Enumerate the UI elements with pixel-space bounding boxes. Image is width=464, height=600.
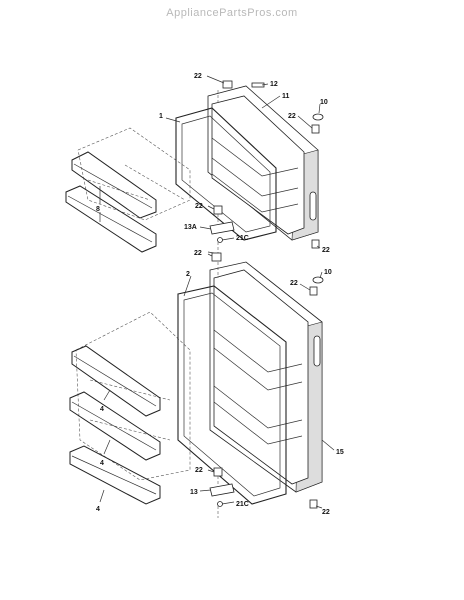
callout-22: 22	[194, 73, 202, 80]
callout-22: 22	[288, 113, 296, 120]
leader-line	[315, 505, 323, 509]
callout-22: 22	[195, 203, 203, 210]
fresh-food-door-liner-shelf	[213, 401, 303, 445]
callout-4: 4	[100, 406, 104, 413]
fresh-food-door-inner-liner	[213, 269, 309, 485]
leader-line	[316, 245, 321, 249]
callout-22: 22	[195, 467, 203, 474]
leader-line	[183, 275, 192, 297]
hinge-cap-icon	[213, 205, 223, 215]
freezer-door-liner-shelf	[211, 157, 299, 197]
fresh-food-door-handle-recess	[313, 335, 321, 367]
callout-13: 13	[190, 489, 198, 496]
callout-12: 12	[270, 81, 278, 88]
screw-plug-icon	[312, 276, 324, 284]
freezer-door-liner-shelf	[211, 173, 299, 213]
callout-22: 22	[322, 247, 330, 254]
callout-labels: 22 12 11 10 22 1 8 22 13A 21C 22 22 2 10…	[96, 73, 344, 516]
leader-line	[318, 103, 321, 114]
callout-2: 2	[186, 271, 190, 278]
dashed-guide	[89, 419, 171, 441]
freezer-door-gasket	[175, 107, 277, 241]
callout-21c: 21C	[236, 235, 249, 242]
hinge-cap-icon	[309, 286, 318, 296]
fresh-food-door-liner-shelf	[213, 385, 303, 429]
freezer-door-shelf	[65, 185, 157, 253]
leader-line	[261, 95, 281, 109]
hinge-pin-icon	[217, 237, 223, 243]
callout-4: 4	[96, 506, 100, 513]
watermark-text: AppliancePartsPros.com	[166, 7, 297, 19]
hinge-cap-icon	[222, 80, 233, 89]
fresh-food-door-gasket-inner	[183, 292, 281, 497]
leader-line	[319, 271, 323, 279]
hinge-pin-icon	[217, 501, 223, 507]
callout-11: 11	[282, 93, 290, 100]
freezer-door-shelf	[71, 151, 157, 219]
fresh-food-door-shelf	[71, 345, 161, 417]
callout-21c: 21C	[236, 501, 249, 508]
leader-line	[103, 439, 111, 455]
freezer-door-liner-shelf	[211, 137, 299, 177]
leader-line	[261, 83, 269, 86]
dashed-guide	[87, 179, 151, 201]
leader-line	[207, 469, 215, 473]
callout-15: 15	[336, 449, 344, 456]
freezer-door-gasket-inner	[181, 115, 271, 233]
callout-10: 10	[320, 99, 328, 106]
shelf-dashed-outline-lower	[75, 311, 191, 481]
leader-line	[206, 75, 225, 84]
leader-line	[299, 283, 311, 291]
leader-line	[165, 117, 181, 123]
hinge-cap-icon	[311, 124, 320, 134]
callout-8: 8	[96, 206, 100, 213]
freezer-door-handle-recess	[309, 191, 317, 221]
bottom-hinge-icon	[209, 483, 235, 497]
callout-1: 1	[159, 113, 163, 120]
hinge-cap-icon	[311, 239, 320, 249]
hinge-cap-icon	[211, 252, 222, 262]
callout-22: 22	[290, 280, 298, 287]
fresh-food-door-shelf	[69, 391, 161, 461]
callout-22: 22	[194, 250, 202, 257]
leader-line	[199, 489, 212, 492]
callout-10: 10	[324, 269, 332, 276]
leader-line	[207, 205, 215, 210]
hinge-cap-icon	[213, 467, 223, 477]
leader-line	[207, 253, 213, 257]
fresh-food-door-gasket	[177, 285, 287, 505]
fresh-food-door-liner-shelf	[213, 347, 303, 391]
fresh-food-door-shelf	[69, 445, 161, 505]
leader-line	[321, 439, 335, 451]
freezer-door-inner-liner	[211, 95, 305, 235]
callout-13a: 13A	[184, 224, 197, 231]
shelf-dashed-outline-upper	[77, 127, 191, 221]
fresh-food-door-assembly	[69, 252, 335, 518]
center-hinge-icon	[209, 221, 235, 235]
leader-line	[297, 115, 313, 129]
callout-22: 22	[322, 509, 330, 516]
leader-line	[221, 237, 235, 241]
leader-line	[221, 501, 235, 505]
leader-line	[103, 389, 111, 401]
fresh-food-door-liner-shelf	[213, 329, 303, 373]
freezer-door-assembly	[65, 75, 324, 256]
dashed-guide	[124, 164, 186, 201]
callout-4: 4	[100, 460, 104, 467]
hinge-cap-icon	[309, 499, 318, 509]
leader-line	[199, 226, 212, 230]
leader-line	[99, 489, 105, 503]
screw-plug-icon	[312, 113, 324, 121]
